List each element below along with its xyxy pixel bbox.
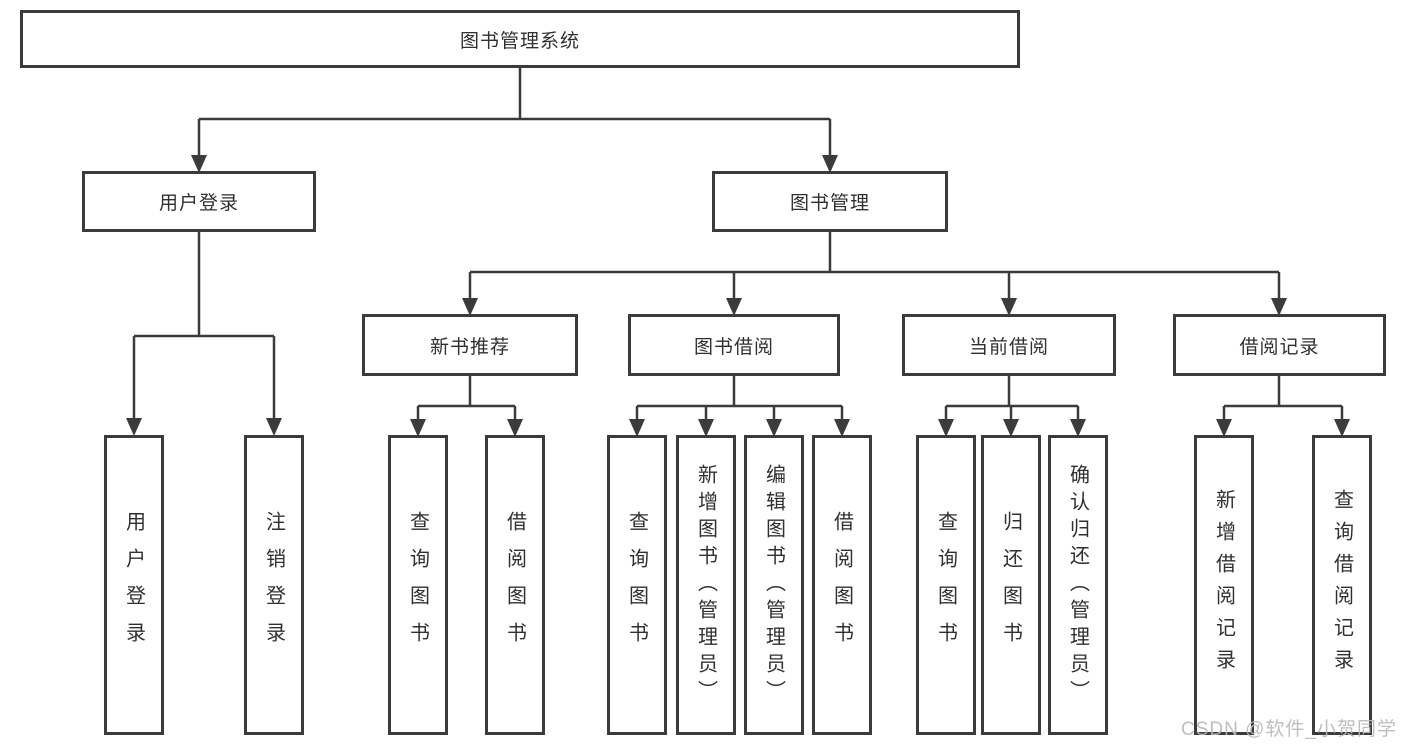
leaf-borrow-borrow-book: 借阅图书	[812, 435, 872, 735]
leaf-current-return-book: 归还图书	[981, 435, 1041, 735]
leaf-current-return-book-label: 归还图书	[999, 511, 1022, 659]
leaf-borrow-edit-book-admin: 编辑图书（管理员）	[744, 435, 804, 735]
leaf-records-query-record: 查询借阅记录	[1312, 435, 1372, 735]
leaf-current-query-book: 查询图书	[916, 435, 976, 735]
leaf-borrow-edit-book-admin-label: 编辑图书（管理员）	[762, 463, 785, 707]
node-borrow-records: 借阅记录	[1173, 314, 1386, 376]
leaf-borrow-add-book-admin-label: 新增图书（管理员）	[694, 463, 717, 707]
node-book-borrow: 图书借阅	[628, 314, 840, 376]
node-current-borrow: 当前借阅	[902, 314, 1116, 376]
leaf-current-query-book-label: 查询图书	[934, 511, 957, 659]
node-root-system: 图书管理系统	[20, 10, 1020, 68]
node-user-login: 用户登录	[82, 171, 316, 232]
leaf-current-confirm-return-admin-label: 确认归还（管理员）	[1066, 463, 1089, 707]
leaf-user-login: 用户登录	[104, 435, 164, 735]
leaf-logout: 注销登录	[244, 435, 304, 735]
leaf-records-query-record-label: 查询借阅记录	[1330, 489, 1353, 681]
leaf-records-add-record: 新增借阅记录	[1194, 435, 1254, 735]
leaf-recommend-borrow-book: 借阅图书	[485, 435, 545, 735]
leaf-borrow-query-book: 查询图书	[607, 435, 667, 735]
leaf-recommend-query-book: 查询图书	[388, 435, 448, 735]
leaf-records-add-record-label: 新增借阅记录	[1212, 489, 1235, 681]
leaf-logout-label: 注销登录	[262, 511, 285, 659]
leaf-recommend-query-book-label: 查询图书	[406, 511, 429, 659]
leaf-borrow-borrow-book-label: 借阅图书	[830, 511, 853, 659]
leaf-borrow-add-book-admin: 新增图书（管理员）	[676, 435, 736, 735]
leaf-current-confirm-return-admin: 确认归还（管理员）	[1048, 435, 1108, 735]
leaf-recommend-borrow-book-label: 借阅图书	[503, 511, 526, 659]
node-book-management: 图书管理	[712, 171, 948, 232]
csdn-watermark: CSDN @软件_小贺同学	[1181, 719, 1397, 740]
leaf-borrow-query-book-label: 查询图书	[625, 511, 648, 659]
leaf-user-login-label: 用户登录	[122, 511, 145, 659]
node-new-book-recommend: 新书推荐	[362, 314, 578, 376]
